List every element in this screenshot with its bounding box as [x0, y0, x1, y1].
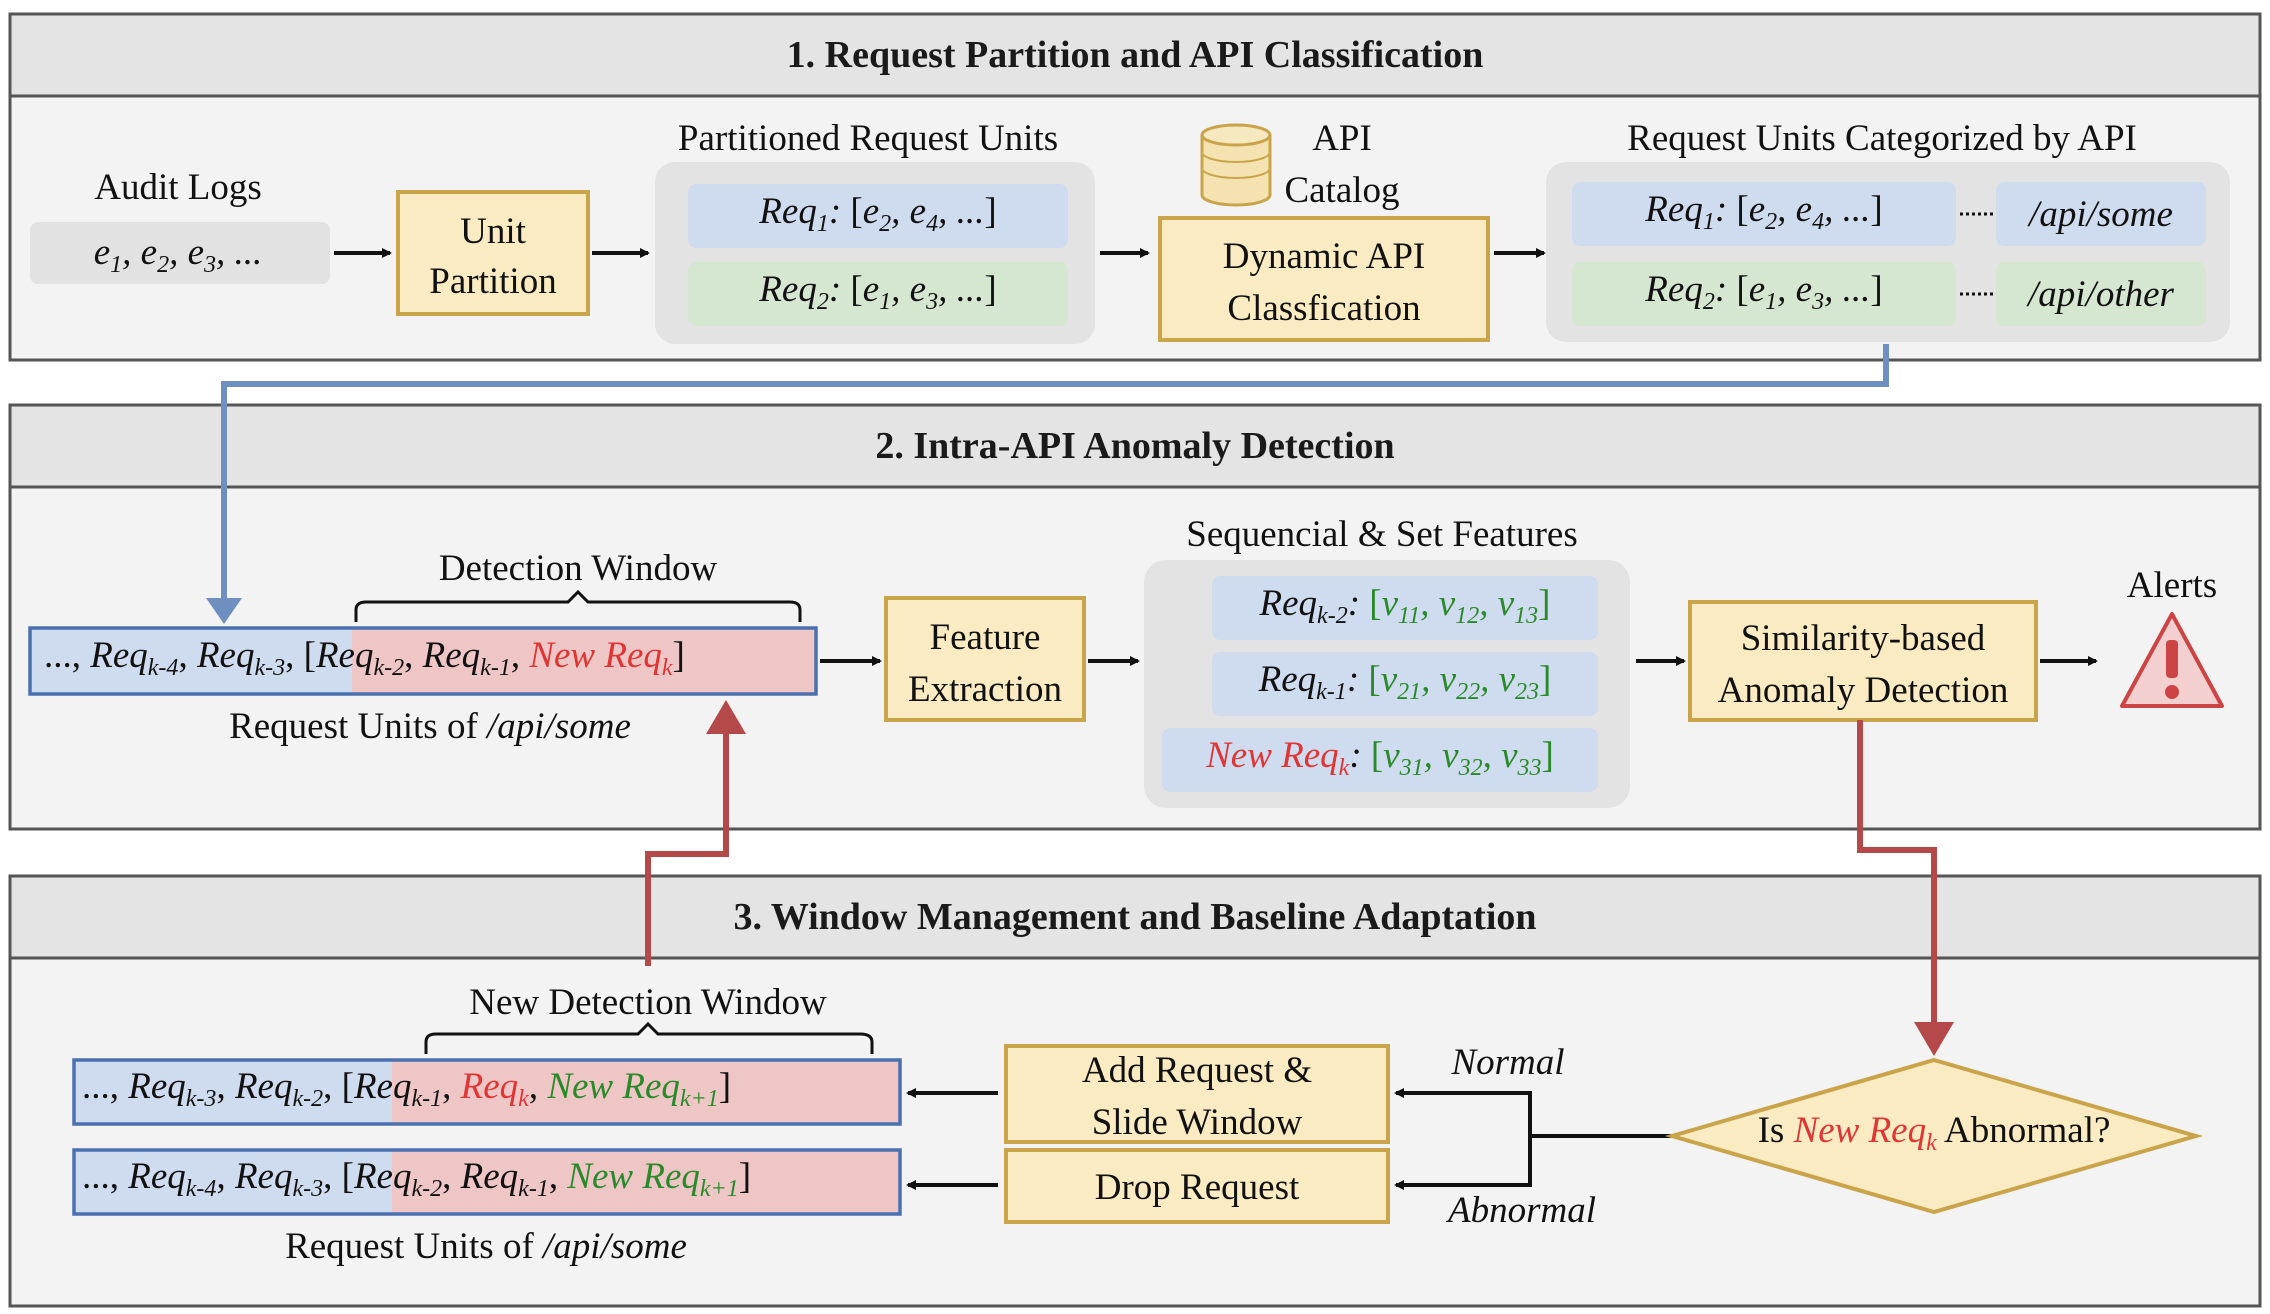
detection-window-brace	[354, 589, 802, 622]
section-2-title: 2. Intra-API Anomaly Detection	[875, 425, 1394, 467]
dynamic-api-line1: Dynamic API	[1223, 236, 1425, 277]
row1-sequence-text: ..., Reqk-3, Reqk-2, [Reqk-1, Reqk, New …	[82, 1066, 731, 1112]
request-units-some-label-2: Request Units of /api/some	[285, 1226, 687, 1267]
normal-label: Normal	[1450, 1042, 1564, 1083]
add-request-line2: Slide Window	[1092, 1102, 1303, 1143]
categorized-label: Request Units Categorized by API	[1627, 118, 2137, 159]
api-some-tag	[1996, 182, 2206, 246]
abnormal-label: Abnormal	[1445, 1190, 1596, 1231]
request-units-some-label: Request Units of /api/some	[229, 706, 631, 747]
arrow-normal-branch	[1394, 1088, 1672, 1138]
feat-row-k-text: New Reqk: [v31, v32, v33]	[1205, 735, 1554, 781]
row1-sequence-frame	[72, 1058, 902, 1126]
flow-arrowhead-blue	[206, 598, 242, 624]
request-sequence-frame	[28, 626, 818, 696]
section-1: 1. Request Partition and API Classificat…	[8, 12, 2262, 362]
new-detection-window-brace	[424, 1021, 874, 1054]
flow-line-detection-to-decision	[1857, 720, 1937, 1028]
cat-req2-text: Req2: [e1, e3, ...]	[1644, 269, 1882, 315]
catalog-line1: API	[1312, 118, 1372, 159]
detection-window-label: Detection Window	[439, 548, 718, 589]
partitioned-units-label: Partitioned Request Units	[678, 118, 1058, 159]
flow-line-new-window-to-detection	[645, 730, 729, 966]
req1-unit	[688, 184, 1068, 248]
request-sequence-text: ..., Reqk-4, Reqk-3, [Reqk-2, Reqk-1, Ne…	[44, 635, 685, 681]
feat-row-k1	[1212, 652, 1598, 716]
feat-row-k	[1162, 728, 1598, 792]
section-2: 2. Intra-API Anomaly Detection Detection…	[8, 403, 2262, 831]
features-label: Sequencial & Set Features	[1186, 514, 1577, 555]
flow-arrowhead-red-up	[706, 700, 746, 734]
alerts-label: Alerts	[2127, 565, 2217, 606]
row2-window-highlight	[392, 1150, 900, 1214]
drop-request-text: Drop Request	[1095, 1167, 1300, 1208]
feat-row-k2-text: Reqk-2: [v11, v12, v13]	[1259, 583, 1551, 629]
similarity-line1: Similarity-based	[1741, 618, 1986, 659]
cat-req2-unit	[1572, 262, 1956, 326]
feat-row-k2	[1212, 576, 1598, 640]
catalog-line2: Catalog	[1284, 170, 1399, 211]
flow-arrowhead-red-down	[1914, 1022, 1954, 1056]
flow-line-categorized-to-window	[221, 344, 1889, 604]
cat-req1-unit	[1572, 182, 1956, 246]
audit-logs-label: Audit Logs	[94, 167, 262, 208]
req2-unit	[688, 262, 1068, 326]
feat-row-k1-text: Reqk-1: [v21, v22, v23]	[1258, 659, 1552, 705]
section-3-title: 3. Window Management and Baseline Adapta…	[733, 896, 1536, 938]
database-icon	[1200, 123, 1272, 207]
unit-partition-box	[396, 190, 590, 316]
api-other-text: /api/other	[2026, 274, 2175, 315]
similarity-line2: Anomaly Detection	[1718, 670, 2009, 711]
req2-text: Req2: [e1, e3, ...]	[758, 269, 996, 315]
detection-window-highlight	[352, 628, 816, 694]
alert-icon	[2120, 612, 2224, 708]
req1-text: Req1: [e2, e4, ...]	[758, 191, 996, 237]
add-request-box	[1004, 1044, 1390, 1144]
unit-partition-line2: Partition	[429, 261, 556, 302]
decision-diamond	[1664, 1057, 2204, 1215]
drop-request-box	[1004, 1148, 1390, 1224]
feature-extraction-box	[884, 596, 1086, 722]
api-some-text: /api/some	[2027, 194, 2173, 235]
add-request-line1: Add Request &	[1082, 1050, 1312, 1091]
cat-req1-text: Req1: [e2, e4, ...]	[1644, 189, 1882, 235]
unit-partition-line1: Unit	[460, 211, 527, 252]
new-detection-window-label: New Detection Window	[469, 982, 827, 1023]
feature-extraction-line1: Feature	[930, 617, 1041, 658]
row1-window-highlight	[392, 1060, 900, 1124]
events-box	[30, 222, 330, 284]
arrow-abnormal-branch	[1394, 1136, 1532, 1190]
section-3: 3. Window Management and Baseline Adapta…	[8, 874, 2262, 1308]
dynamic-api-box	[1158, 216, 1490, 342]
api-other-tag	[1996, 262, 2206, 326]
events-text: e1, e2, e3, ...	[94, 232, 263, 278]
row2-sequence-frame	[72, 1148, 902, 1216]
feature-extraction-line2: Extraction	[908, 669, 1062, 710]
dynamic-api-line2: Classfication	[1227, 288, 1420, 329]
section-1-title: 1. Request Partition and API Classificat…	[787, 34, 1484, 76]
row2-sequence-text: ..., Reqk-4, Reqk-3, [Reqk-2, Reqk-1, Ne…	[82, 1156, 751, 1202]
